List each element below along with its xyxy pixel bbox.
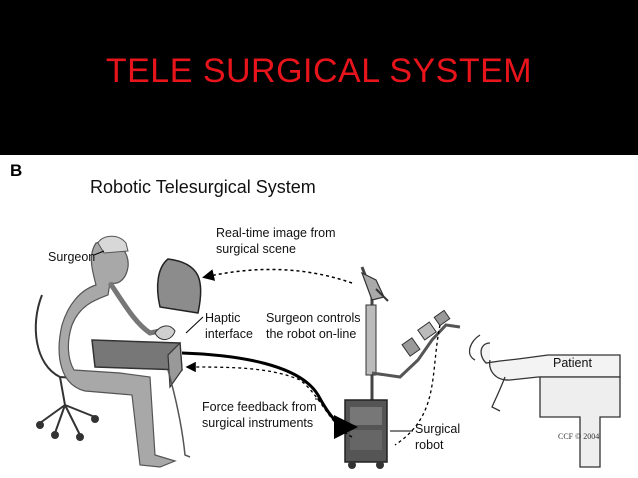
surgeon-console bbox=[91, 325, 191, 458]
display-viewer bbox=[156, 258, 202, 314]
label-haptic-line1: Haptic bbox=[205, 311, 241, 325]
label-patient: Patient bbox=[553, 356, 592, 370]
label-haptic-line2: interface bbox=[205, 327, 253, 341]
label-realtime-line1: Real-time image from bbox=[216, 226, 336, 240]
figure-title: Robotic Telesurgical System bbox=[90, 177, 316, 197]
patient-table bbox=[468, 334, 621, 468]
slide-title: TELE SURGICAL SYSTEM bbox=[105, 52, 533, 90]
label-robot-line1: Surgical bbox=[415, 422, 461, 436]
label-surgical-robot: Surgical robot bbox=[415, 421, 460, 453]
title-bar: TELE SURGICAL SYSTEM bbox=[0, 0, 638, 155]
surgeon-figure bbox=[58, 235, 177, 468]
label-force-line2: surgical instruments bbox=[202, 416, 314, 430]
label-robot-line2: robot bbox=[415, 438, 444, 452]
label-realtime-line2: surgical scene bbox=[216, 242, 296, 256]
leader-lines bbox=[93, 250, 413, 432]
label-surgeon-controls: Surgeon controls the robot on-line bbox=[266, 310, 361, 342]
arrows bbox=[181, 268, 441, 446]
panel-letter: B bbox=[10, 161, 23, 180]
telesurgical-diagram: B Robotic Telesurgical System Surgeon Re… bbox=[0, 155, 638, 478]
label-force-feedback: Force feedback from surgical instruments bbox=[202, 399, 317, 431]
copyright-credit: CCF © 2004 bbox=[558, 432, 600, 441]
label-haptic-interface: Haptic interface bbox=[205, 310, 253, 342]
label-controls-line1: Surgeon controls bbox=[266, 311, 361, 325]
surgical-robot bbox=[344, 266, 461, 469]
diagram-illustration bbox=[34, 235, 621, 469]
label-force-line1: Force feedback from bbox=[202, 400, 317, 414]
label-controls-line2: the robot on-line bbox=[266, 327, 357, 341]
label-realtime-image: Real-time image from surgical scene bbox=[216, 225, 335, 257]
label-surgeon: Surgeon bbox=[48, 250, 96, 264]
surgeon-chair bbox=[34, 294, 106, 441]
